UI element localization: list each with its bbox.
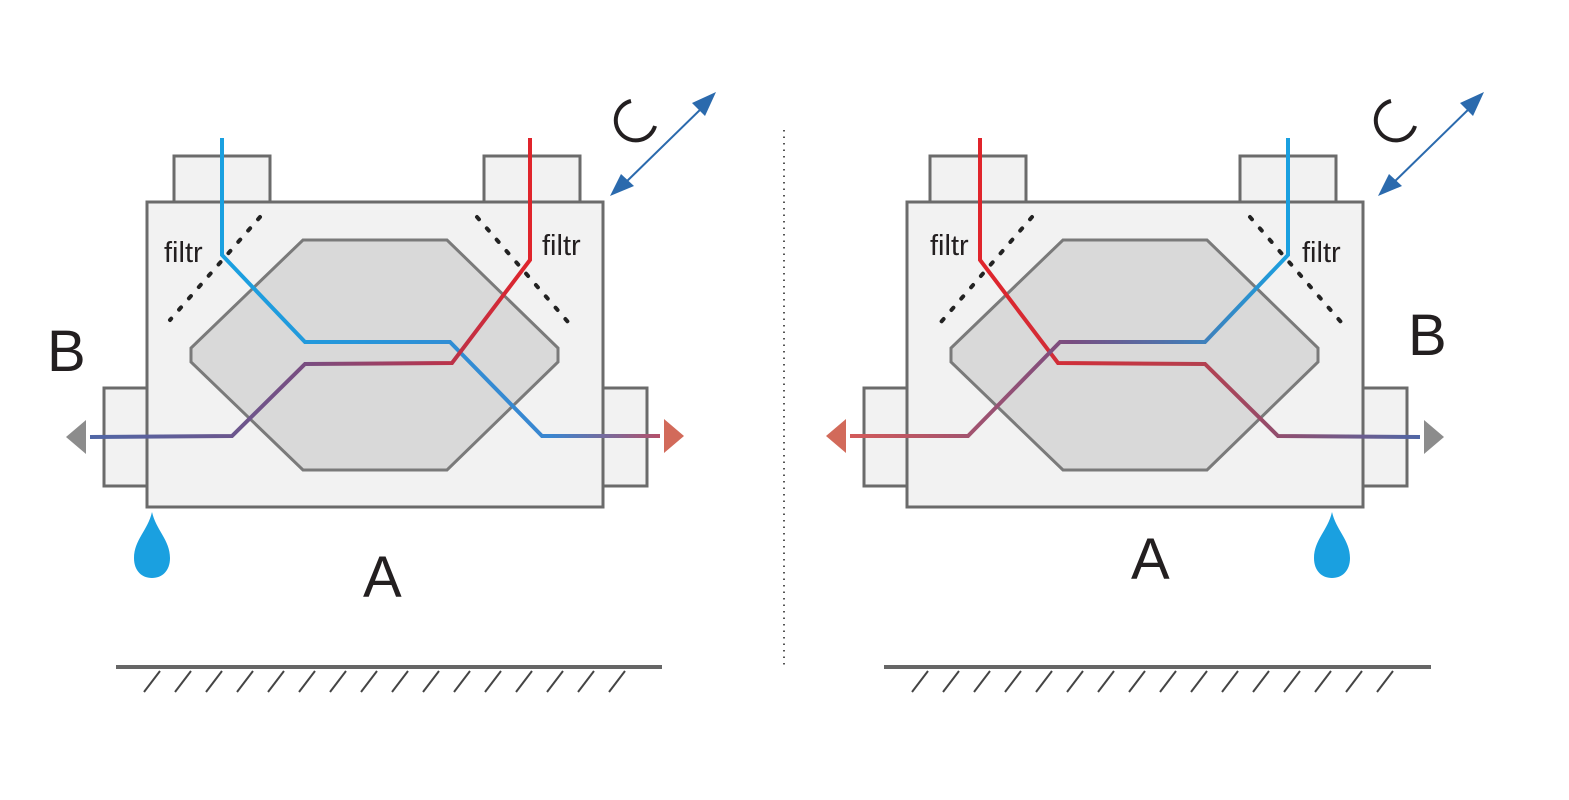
- side-label-b: B: [47, 319, 86, 384]
- filter-label: filtr: [542, 230, 581, 262]
- fresh-air-path: [850, 138, 1290, 438]
- floor-hatching: [143, 670, 626, 693]
- filter-label: filtr: [1302, 237, 1341, 269]
- arrow-left-icon: [66, 420, 86, 454]
- double-arrow-icon: [621, 103, 707, 187]
- double-arrow-head-top: [692, 92, 716, 116]
- heat-exchanger: [189, 238, 560, 472]
- double-arrow-icon: [1389, 103, 1475, 187]
- arrow-right-icon: [664, 419, 684, 453]
- bottom-label-a: A: [1131, 527, 1170, 592]
- double-arrow-head-top: [1460, 92, 1484, 116]
- floor-hatching: [911, 670, 1394, 693]
- exhaust-air-path: [89, 138, 532, 439]
- right-unit: filtr filtr B A: [826, 92, 1484, 693]
- fresh-air-path: [220, 138, 660, 438]
- side-label-b: B: [1408, 303, 1447, 368]
- arrow-right-icon: [1424, 420, 1444, 454]
- rotate-icon: [613, 99, 657, 143]
- left-unit: filtr filtr B A: [47, 92, 716, 693]
- double-arrow-head-bottom: [610, 174, 634, 196]
- heat-exchanger: [949, 238, 1320, 472]
- water-drop-icon: [1314, 512, 1350, 578]
- bottom-label-a: A: [363, 545, 402, 610]
- exhaust-air-path: [978, 138, 1421, 439]
- water-drop-icon: [134, 512, 170, 578]
- arrow-left-icon: [826, 419, 846, 453]
- filter-label: filtr: [164, 237, 203, 269]
- filter-label: filtr: [930, 230, 969, 262]
- double-arrow-head-bottom: [1378, 174, 1402, 196]
- rotate-icon: [1373, 99, 1417, 143]
